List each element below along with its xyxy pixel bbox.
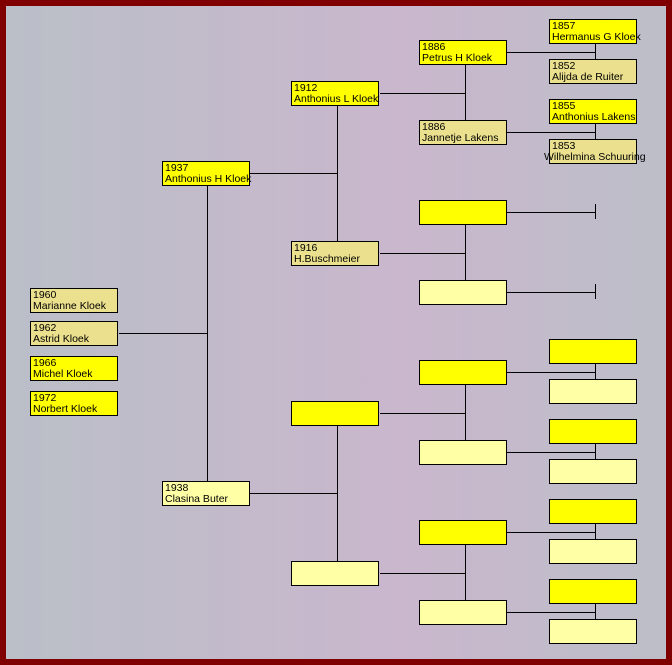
person-name: Hermanus G Kloek [552,31,641,43]
person-name: Anthonius L Kloek [294,93,379,105]
birth-year: 1962 [33,322,57,334]
person-name: Anthonius H Kloek [165,173,252,185]
empty-person-box[interactable] [291,561,379,586]
empty-person-box[interactable] [549,339,637,364]
connector [465,545,466,600]
connector [595,604,596,619]
birth-year: 1857 [552,20,576,32]
empty-person-box[interactable] [419,360,507,385]
person-name: H.Buschmeier [294,253,360,265]
connector [595,124,596,139]
birth-year: 1972 [33,392,57,404]
birth-year: 1966 [33,357,57,369]
person-name: Marianne Kloek [33,300,106,312]
person-name: Petrus H Kloek [422,52,493,64]
connector [507,452,595,453]
empty-person-box[interactable] [549,379,637,404]
connector [595,364,596,379]
birth-year: 1937 [165,162,189,174]
birth-year: 1916 [294,242,318,254]
connector [507,292,595,293]
connector [380,573,465,574]
connector [119,333,207,334]
birth-year: 1938 [165,482,189,494]
connector [507,532,595,533]
person-name: Norbert Kloek [33,403,98,415]
connector [249,493,337,494]
connector [507,212,595,213]
connector [250,173,337,174]
connector [595,284,596,299]
empty-person-box[interactable] [419,520,507,545]
connector [380,253,465,254]
connector [507,52,595,53]
birth-year: 1853 [552,140,576,152]
empty-person-box[interactable] [549,459,637,484]
connector [207,186,208,481]
empty-person-box[interactable] [291,401,379,426]
empty-person-box[interactable] [549,499,637,524]
person-name: Astrid Kloek [33,333,90,345]
connector [337,106,338,241]
empty-person-box[interactable] [419,200,507,225]
connector [465,65,466,120]
connector [337,426,338,561]
birth-year: 1855 [552,100,576,112]
connector [507,372,595,373]
connector [595,44,596,59]
connector [380,413,465,414]
connector [380,93,465,94]
empty-person-box[interactable] [549,539,637,564]
empty-person-box[interactable] [419,600,507,625]
empty-person-box[interactable] [419,440,507,465]
person-name: Wilhelmina Schuuring [544,151,646,163]
birth-year: 1886 [422,41,446,53]
connector [595,524,596,539]
connector [595,204,596,219]
empty-person-box[interactable] [419,280,507,305]
connector [465,225,466,280]
birth-year: 1912 [294,82,318,94]
person-name: Alijda de Ruiter [552,71,624,83]
person-name: Jannetje Lakens [422,132,499,144]
person-name: Clasina Buter [165,493,229,505]
empty-person-box[interactable] [549,619,637,644]
connector [507,132,595,133]
connector [595,444,596,459]
birth-year: 1960 [33,289,57,301]
person-name: Michel Kloek [33,368,93,380]
empty-person-box[interactable] [549,419,637,444]
empty-person-box[interactable] [549,579,637,604]
birth-year: 1886 [422,121,446,133]
connector [465,385,466,440]
birth-year: 1852 [552,60,576,72]
connector [507,612,595,613]
person-name: Anthonius Lakens [552,111,636,123]
